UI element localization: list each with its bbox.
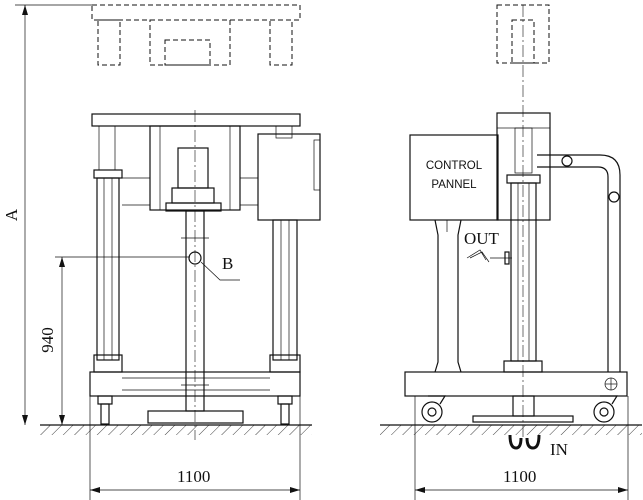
dimension-a-label: A [2, 208, 22, 222]
front-width-label: 1100 [177, 467, 211, 486]
floor-hatch [40, 425, 312, 435]
control-panel-label: CONTROL PANNEL [410, 157, 498, 195]
top-plate [91, 113, 301, 127]
side-wheels [421, 395, 619, 423]
control-panel-box [409, 134, 499, 221]
control-panel-line1: CONTROL [425, 160, 483, 172]
point-b-label: B [222, 254, 234, 273]
dimension-lines [15, 4, 629, 500]
base-frame [404, 371, 628, 397]
front-wheels [97, 395, 293, 425]
side-width-label: 1100 [503, 467, 537, 486]
inlet-arrow-icon [508, 434, 541, 450]
control-panel-line2: PANNEL [431, 179, 477, 191]
inlet-label: IN [550, 440, 568, 459]
outlet-label: OUT [464, 229, 499, 248]
raised-position-outline [91, 4, 301, 66]
floor-hatch [380, 425, 642, 435]
push-handle [537, 154, 621, 372]
front-view [15, 4, 629, 500]
foot-plate [147, 410, 244, 424]
side-view [380, 4, 642, 450]
dimension-940-label: 940 [37, 327, 57, 353]
